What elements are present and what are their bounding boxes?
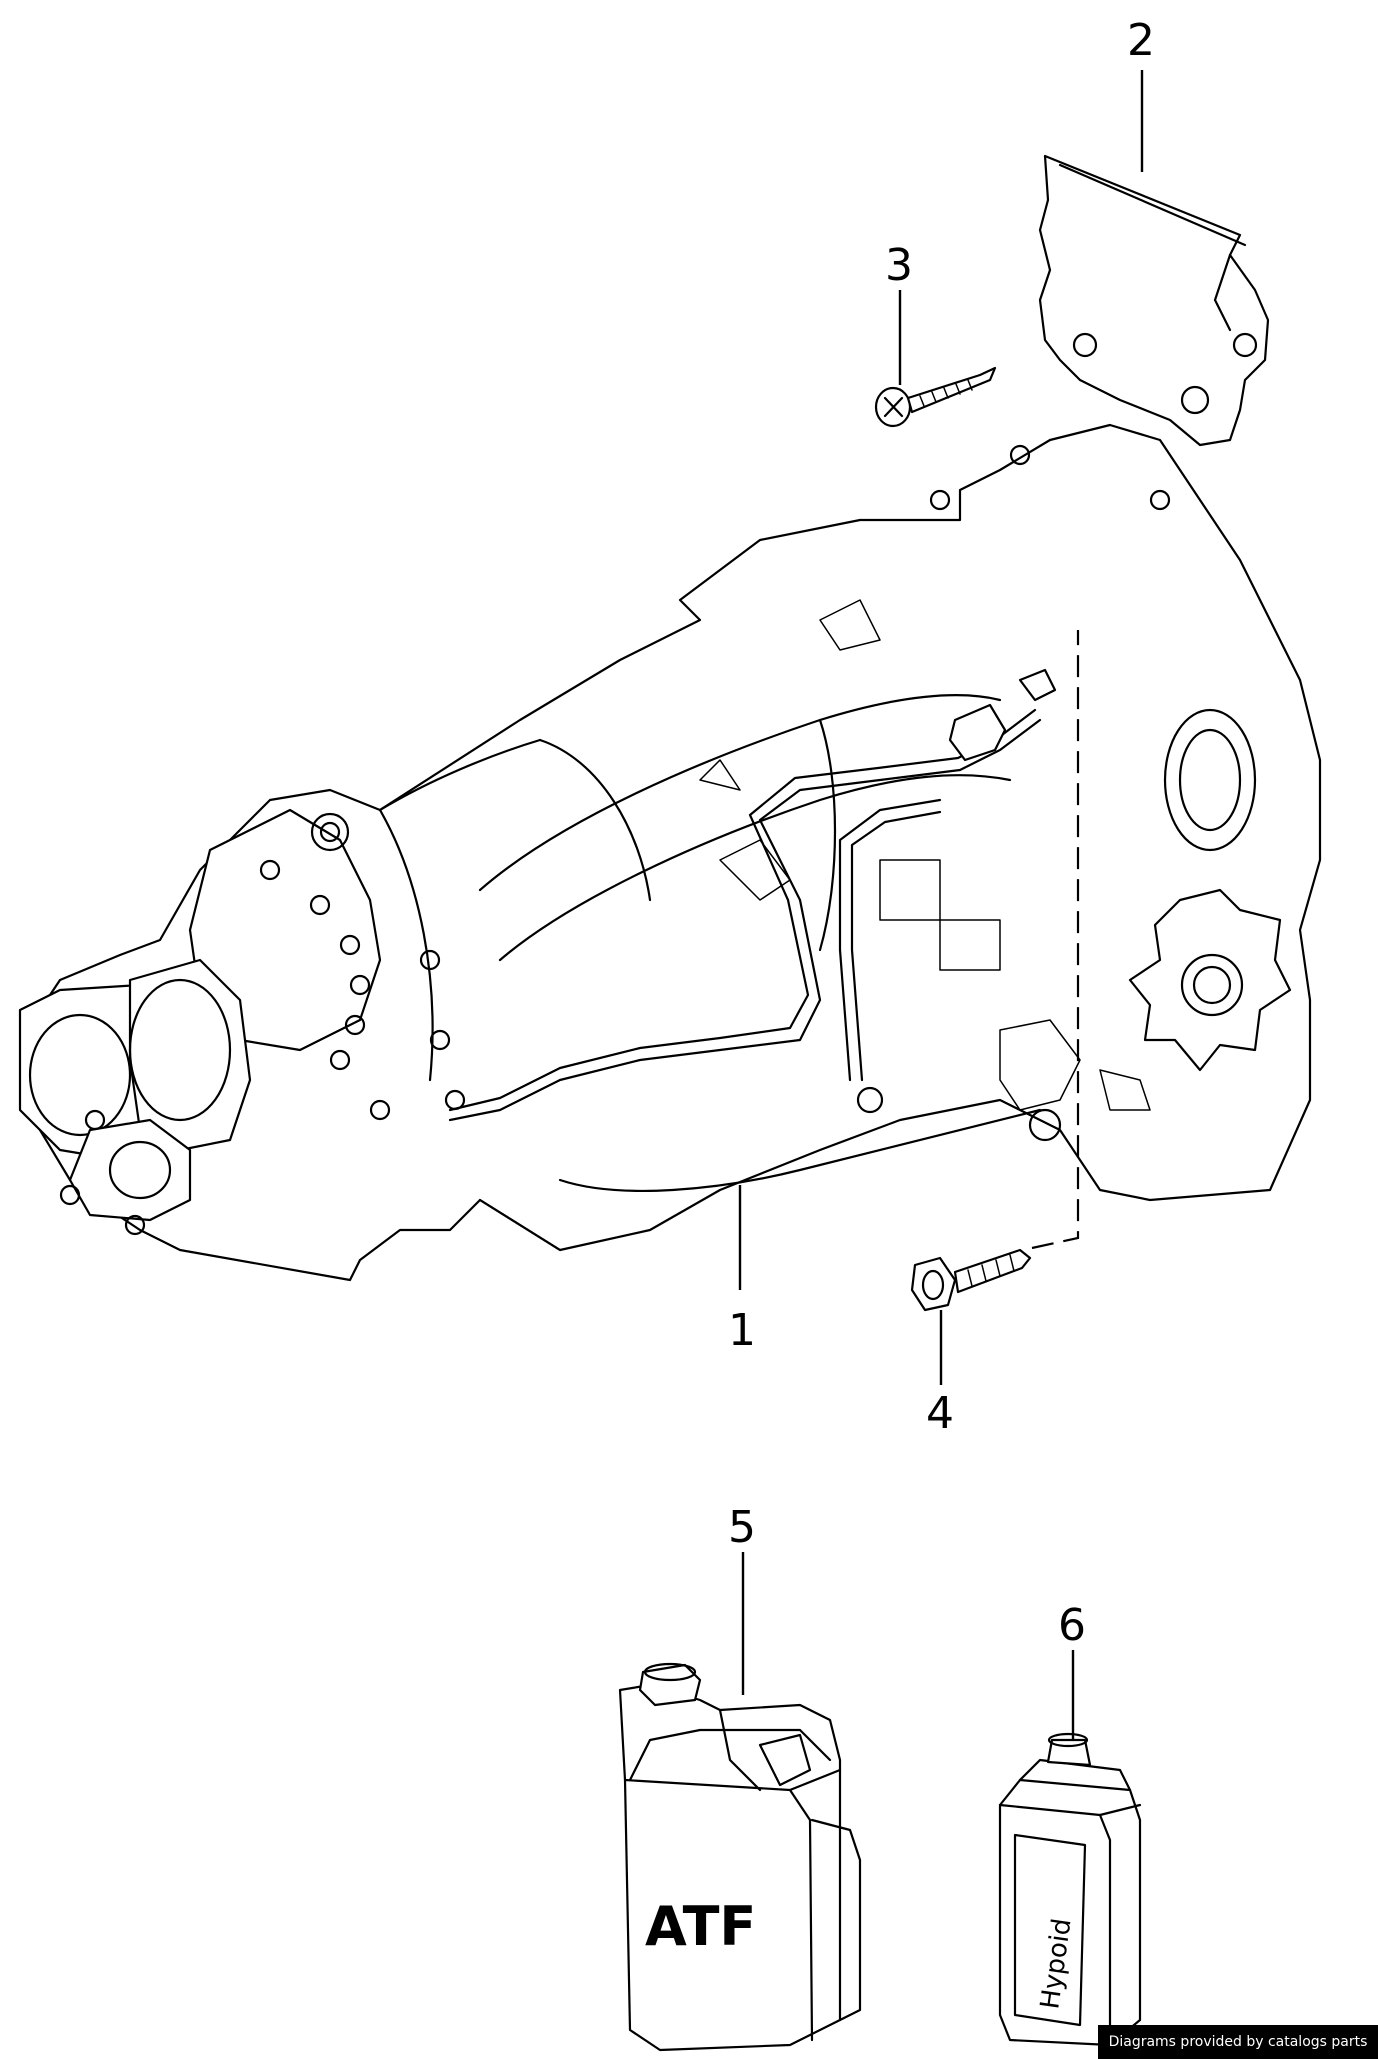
callout-5: 5: [728, 1502, 756, 1553]
credit-footer: Diagrams provided by catalogs parts: [1098, 2025, 1378, 2059]
part-2-bracket: [1038, 154, 1270, 447]
part-6-hypoid-bottle: Hypoid: [998, 1732, 1142, 2047]
callout-3: 3: [885, 240, 913, 291]
assembly-dashed-line: [1031, 630, 1080, 1250]
atf-label: ATF: [645, 1895, 756, 1958]
part-3-screw: [874, 366, 997, 428]
callout-4: 4: [926, 1388, 954, 1439]
rear-cover-bolts: [259, 859, 466, 1121]
part-1-transmission: [18, 423, 1322, 1282]
callout-2: 2: [1127, 15, 1155, 66]
callout-6: 6: [1058, 1600, 1086, 1651]
part-4-bolt: [910, 1248, 1032, 1312]
callout-1: 1: [728, 1305, 756, 1356]
part-5-atf-container: ATF: [618, 1662, 862, 2052]
